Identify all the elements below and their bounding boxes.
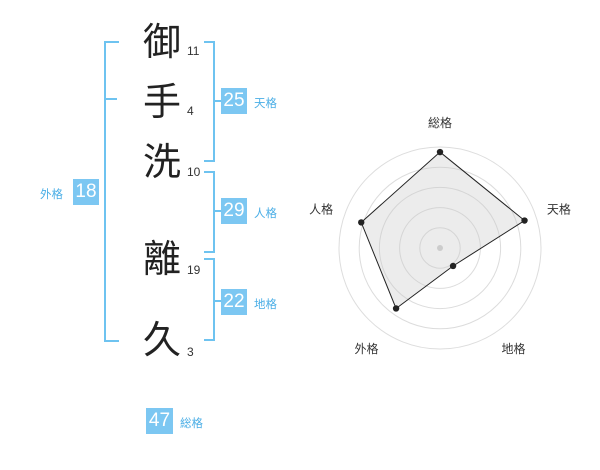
gaikaku-badge: 18	[73, 179, 99, 205]
radar-ring	[378, 186, 502, 310]
radar-point-2	[521, 217, 528, 224]
stroke-count-4: 19	[187, 263, 201, 277]
radar-polygon	[360, 151, 526, 310]
radar-axis-label-4: 外格	[355, 341, 379, 356]
gaikaku-bracket	[104, 41, 119, 342]
gaikaku-label: 外格	[40, 187, 63, 201]
radar-axis-label-5: 人格	[309, 201, 333, 216]
radar-series	[358, 148, 528, 312]
jinkaku-badge: 29	[221, 198, 247, 224]
radar-point-1	[436, 148, 444, 156]
radar-point-5	[358, 219, 365, 226]
soukaku-badge: 47	[146, 408, 173, 434]
stroke-count-5: 3	[187, 345, 194, 359]
jinkaku-bracket	[204, 171, 215, 253]
name-char-5: 久	[142, 318, 181, 362]
radar-axis-label-1: 総格	[428, 115, 452, 130]
chikaku-label: 地格	[254, 297, 277, 311]
tenkaku-connector	[213, 100, 221, 102]
name-char-1: 御	[142, 20, 181, 64]
name-char-2: 手	[142, 80, 181, 124]
radar-axis-label-3: 地格	[501, 341, 525, 356]
chikaku-badge: 22	[221, 289, 247, 315]
soukaku-label: 総格	[180, 416, 203, 430]
stroke-count-3: 10	[187, 165, 201, 179]
tenkaku-badge: 25	[221, 88, 247, 114]
radar-point-3	[449, 262, 457, 270]
chikaku-connector	[213, 300, 221, 302]
radar-center-dot	[437, 245, 443, 251]
tenkaku-label: 天格	[254, 96, 277, 110]
radar-ring	[419, 227, 461, 269]
stroke-count-2: 4	[187, 104, 194, 118]
jinkaku-connector	[213, 210, 221, 212]
radar-axis-label-2: 天格	[547, 201, 571, 216]
gaikaku-bracket-tick	[104, 98, 117, 100]
radar-point-4	[392, 305, 400, 312]
radar-ring	[399, 207, 481, 289]
stroke-count-1: 11	[187, 44, 200, 58]
chikaku-bracket	[204, 258, 215, 341]
name-char-3: 洗	[142, 140, 181, 184]
radar-ring	[358, 166, 522, 330]
name-char-4: 離	[142, 237, 181, 281]
jinkaku-label: 人格	[254, 206, 277, 220]
